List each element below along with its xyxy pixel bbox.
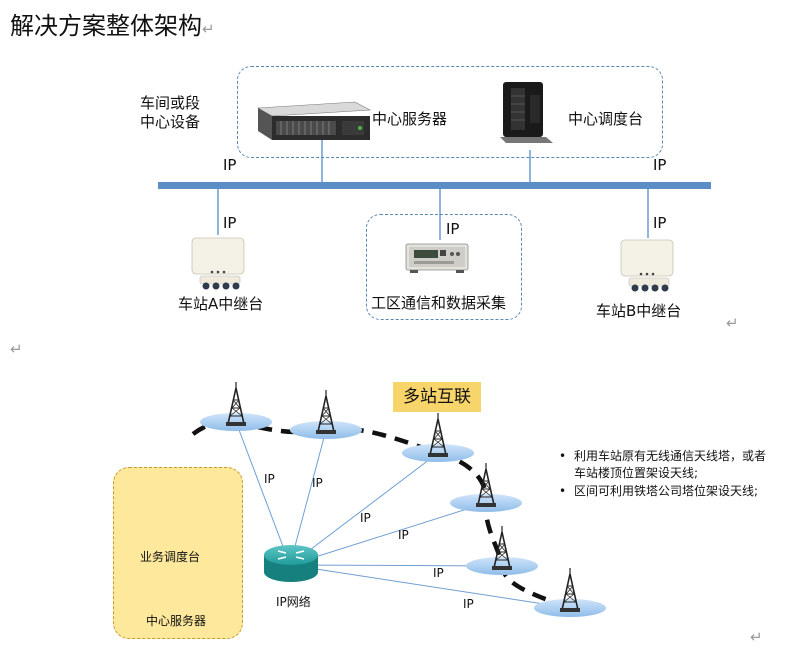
multi-station-dashed-link (191, 418, 571, 611)
business-console-label: 业务调度台 (140, 550, 201, 564)
station-a-repeater-device (191, 237, 245, 290)
center-equipment-group (237, 66, 663, 158)
tower-2 (289, 389, 363, 440)
station-a-label: 车站A中继台 (178, 295, 264, 313)
dispatch-console-label: 中心调度台 (568, 110, 644, 128)
return-mark: ↵ (750, 628, 763, 646)
group-label-line2: 中心设备 (140, 113, 201, 131)
ip-link-label-3: IP (360, 511, 371, 525)
page-title: 解决方案整体架构↵ (10, 12, 215, 40)
ip-link-label-4: IP (398, 528, 409, 542)
ip-link-label-6: IP (463, 597, 474, 611)
return-mark: ↵ (726, 314, 739, 332)
dispatch-console-device (500, 82, 553, 143)
ip-link-label-5: IP (433, 566, 444, 580)
work-area-label: 工区通信和数据采集 (371, 294, 507, 312)
tower-5 (465, 525, 539, 576)
station-b-label: 车站B中继台 (596, 302, 682, 320)
ip-links (235, 421, 571, 609)
ip-label-top-right: IP (653, 156, 667, 174)
ip-label-work-area: IP (446, 220, 460, 238)
bottom-center-server-label: 中心服务器 (146, 614, 207, 628)
note-item: 区间可利用铁塔公司塔位架设天线; (558, 483, 768, 500)
ip-label-station-a: IP (223, 214, 237, 232)
station-b-repeater-device (620, 239, 674, 292)
multi-station-badge: 多站互联 (393, 382, 481, 412)
ip-bus-line (158, 182, 711, 189)
work-area-group (366, 214, 522, 320)
group-label-line1: 车间或段 (140, 94, 201, 112)
rack-server-device (256, 101, 372, 140)
router-icon (264, 545, 318, 582)
ip-link-label-2: IP (312, 476, 323, 490)
tower-1 (199, 381, 273, 432)
tower-6 (533, 567, 607, 618)
deployment-notes: 利用车站原有无线通信天线塔，或者车站楼顶位置架设天线; 区间可利用铁塔公司塔位架… (558, 448, 768, 501)
return-mark: ↵ (10, 340, 23, 358)
dispatch-center-group (113, 467, 243, 639)
note-item: 利用车站原有无线通信天线塔，或者车站楼顶位置架设天线; (558, 448, 768, 482)
ip-label-top-left: IP (223, 156, 237, 174)
ip-network-label: IP网络 (276, 595, 311, 609)
data-collection-device (405, 243, 469, 273)
ip-link-label-1: IP (264, 472, 275, 486)
ip-label-station-b: IP (653, 214, 667, 232)
tower-3 (401, 412, 475, 463)
center-server-label: 中心服务器 (372, 110, 448, 128)
